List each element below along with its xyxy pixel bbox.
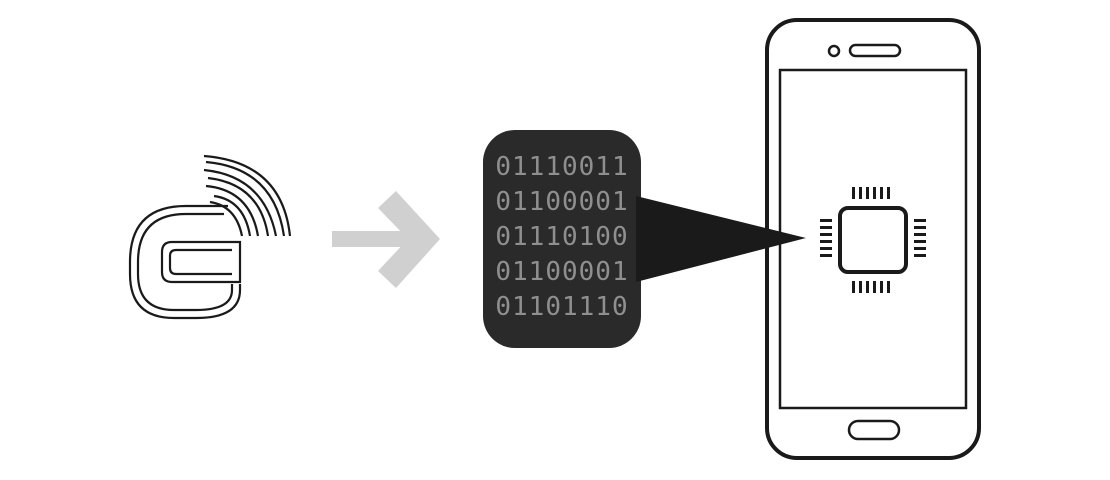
binary-line: 01100001 [495,257,629,287]
binary-line: 01101110 [495,292,629,322]
binary-line: 01110011 [495,152,629,182]
binary-line: 01100001 [495,187,629,217]
binary-lines: 01110011 01100001 01110100 01100001 0110… [483,150,641,325]
binary-line: 01110100 [495,222,629,252]
